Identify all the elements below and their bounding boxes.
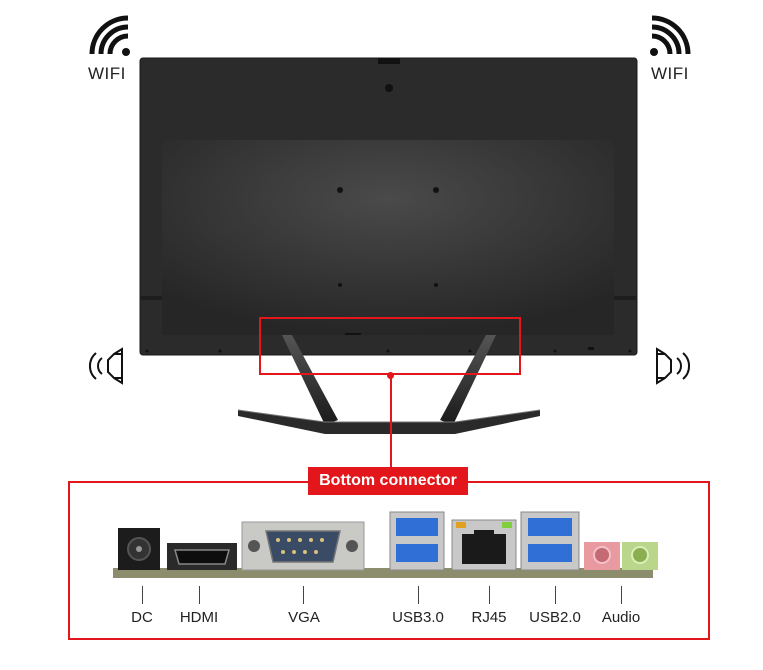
- tick-usb3: [418, 586, 419, 604]
- port-label-vga: VGA: [288, 609, 320, 626]
- port-label-usb2: USB2.0: [529, 609, 581, 626]
- usb2-port-icon: [520, 511, 580, 571]
- monitor-back: [139, 57, 638, 434]
- audio-port-icon: [584, 542, 658, 570]
- hdmi-port-icon: [167, 543, 237, 570]
- port-label-rj45: RJ45: [471, 609, 507, 626]
- tick-rj45: [489, 586, 490, 604]
- wifi-icon-right: [650, 15, 691, 56]
- leader-dot: [387, 372, 394, 379]
- wifi-left-label: WIFI: [88, 64, 126, 83]
- usb3-port-icon: [389, 511, 445, 571]
- wifi-right-label: WIFI: [651, 64, 689, 83]
- speaker-icon-right: [656, 347, 690, 385]
- tick-hdmi: [199, 586, 200, 604]
- tick-dc: [142, 586, 143, 604]
- port-label-dc: DC: [131, 609, 153, 626]
- tick-usb2: [555, 586, 556, 604]
- port-label-usb3: USB3.0: [392, 609, 444, 626]
- speaker-icon-left: [89, 347, 123, 385]
- wifi-icon-left: [89, 15, 130, 56]
- port-label-audio: Audio: [601, 609, 641, 626]
- vga-port-icon: [241, 521, 365, 571]
- port-label-hdmi: HDMI: [179, 609, 219, 626]
- callout-label: Bottom connector: [308, 467, 468, 495]
- tick-vga: [303, 586, 304, 604]
- leader-line: [390, 376, 392, 468]
- tick-audio: [621, 586, 622, 604]
- rj45-port-icon: [451, 519, 517, 571]
- dc-port-icon: [118, 528, 160, 570]
